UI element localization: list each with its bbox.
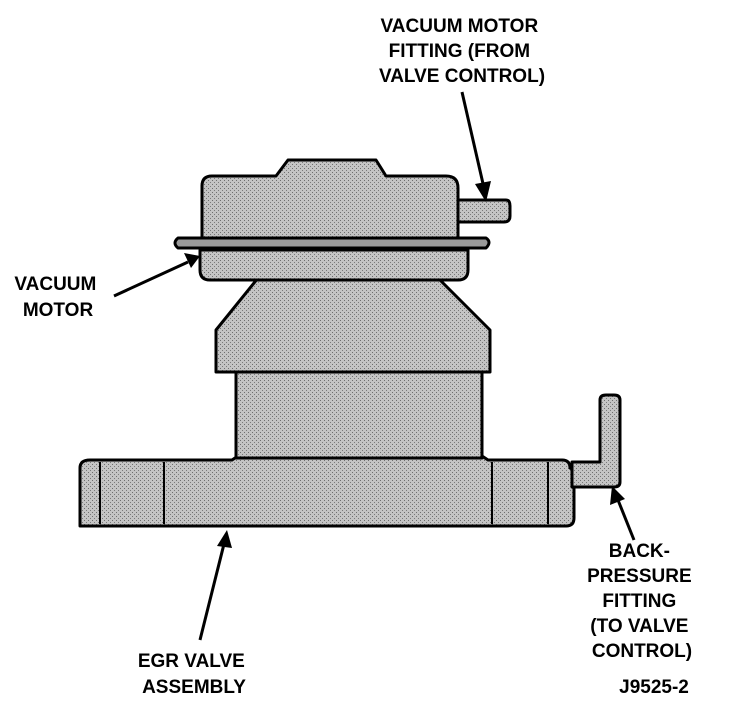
leader-egr-valve-assembly [198, 543, 226, 641]
callout-vacuum-motor-fitting-line-3: VALVE CONTROL) [379, 66, 545, 87]
arrowhead-vacuum-motor [184, 253, 200, 268]
egr-base-plate [78, 454, 576, 528]
figure-id: J9525-2 [619, 677, 689, 698]
callout-egr-valve-assembly-line-1: EGR VALVE [138, 651, 245, 672]
callout-egr-valve-assembly-line-2: ASSEMBLY [142, 677, 246, 698]
leader-vacuum-motor [113, 260, 189, 298]
callout-back-pressure-fitting-line-2: PRESSURE [587, 566, 692, 587]
callout-vacuum-motor-fitting-line-1: VACUUM MOTOR [381, 16, 539, 37]
back-pressure-fitting [570, 393, 622, 489]
callout-vacuum-motor: VACUUM MOTOR [14, 274, 101, 321]
callout-back-pressure-fitting-line-5: CONTROL) [592, 641, 692, 662]
callout-egr-valve-assembly: EGR VALVE ASSEMBLY [138, 651, 250, 698]
callout-vacuum-motor-line-2: MOTOR [23, 300, 94, 321]
callout-back-pressure-fitting-line-4: (TO VALVE [590, 616, 688, 637]
callout-vacuum-motor-fitting-line-2: FITTING (FROM [389, 41, 530, 62]
callout-back-pressure-fitting-line-1: BACK- [609, 541, 670, 562]
arrowhead-egr-valve-assembly [217, 530, 232, 548]
leader-vacuum-motor-fitting [460, 91, 486, 189]
valve-body [234, 370, 484, 460]
callout-back-pressure-fitting-line-3: FITTING [602, 591, 676, 612]
callout-back-pressure-fitting: BACK- PRESSURE FITTING (TO VALVE CONTROL… [587, 541, 697, 662]
arrowhead-vacuum-motor-fitting [475, 181, 491, 202]
callout-vacuum-motor-line-1: VACUUM [14, 274, 96, 295]
callout-vacuum-motor-fitting: VACUUM MOTOR FITTING (FROM VALVE CONTROL… [379, 16, 545, 87]
vacuum-motor-flange [173, 236, 491, 250]
tapered-housing [214, 276, 492, 374]
vacuum-motor-lower-shell [198, 248, 470, 282]
vacuum-motor-upper-shell [200, 158, 460, 240]
leader-back-pressure-fitting [616, 499, 636, 541]
arrowhead-back-pressure-fitting [610, 486, 625, 505]
vacuum-motor-fitting [456, 198, 512, 224]
